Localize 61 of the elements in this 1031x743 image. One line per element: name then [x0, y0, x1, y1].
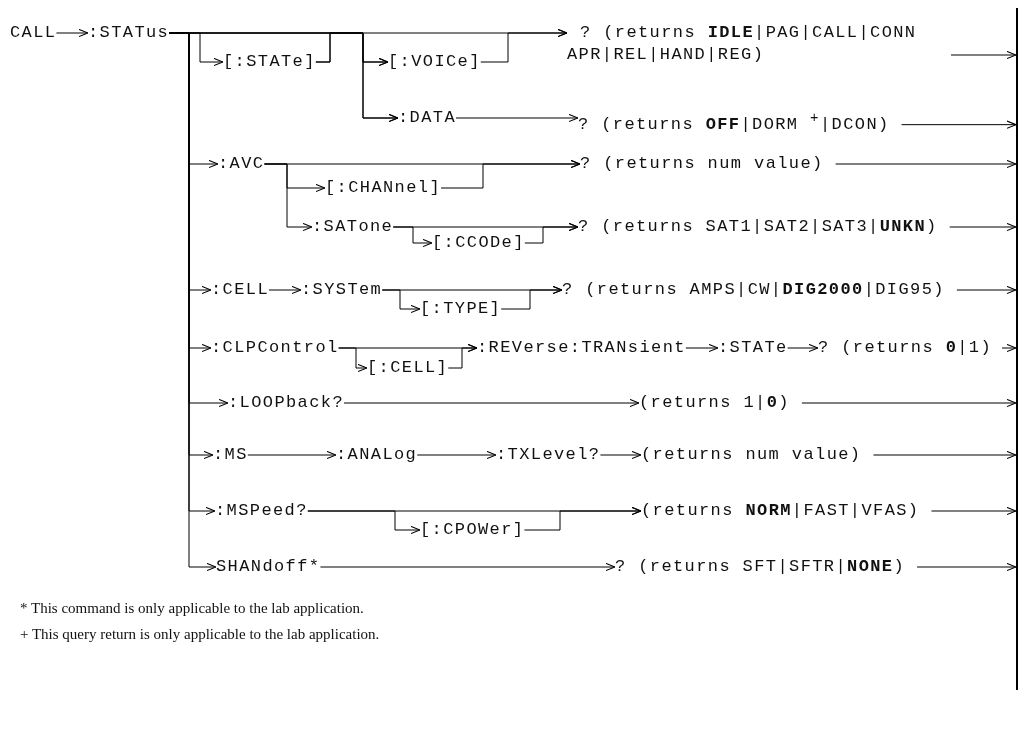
command-keyword: :CELL	[211, 279, 269, 301]
arrow	[455, 113, 579, 123]
arrow	[599, 450, 642, 460]
command-keyword: :TXLevel?	[496, 444, 601, 466]
arrow	[338, 343, 478, 353]
optional-keyword: [:VOICe]	[388, 51, 481, 73]
arrow	[1001, 343, 1017, 353]
return-text: ? (returns AMPS|CW|DIG2000|DIG95)	[562, 279, 945, 301]
command-keyword: :AVC	[218, 153, 265, 175]
command-keyword: CALL	[10, 22, 57, 44]
command-keyword: :DATA	[398, 107, 456, 129]
arrow	[949, 222, 1017, 232]
arrow	[956, 285, 1017, 295]
arrow	[263, 163, 313, 232]
return-text: (returns 1|0)	[639, 392, 790, 414]
rail-line	[1016, 8, 1018, 690]
return-text: ? (returns 0|1)	[818, 337, 993, 359]
arrow	[901, 120, 1017, 129]
command-keyword: :MS	[213, 444, 248, 466]
arrow	[392, 222, 579, 232]
arrow	[872, 450, 1017, 460]
footnote: * This command is only applicable to the lab application.	[20, 600, 364, 617]
arrow	[268, 285, 302, 295]
arrow	[55, 28, 89, 38]
command-keyword: :LOOPback?	[228, 392, 345, 414]
arrow	[930, 506, 1017, 516]
arrow	[416, 450, 497, 460]
return-text: ? (returns SAT1|SAT2|SAT3|UNKN)	[578, 216, 938, 238]
return-text: ? (returns IDLE|PAG|CALL|CONN APR|REL|HAND|REG)	[567, 22, 939, 66]
return-text: ? (returns SFT|SFTR|NONE)	[615, 556, 906, 578]
return-text: ? (returns OFF|DORM $^{+}$|DCON)	[578, 107, 890, 136]
optional-keyword: [:CELL]	[367, 357, 449, 379]
command-keyword: :SYSTem	[301, 279, 383, 301]
return-text: (returns NORM|FAST|VFAS)	[641, 500, 920, 522]
arrow	[343, 398, 640, 408]
command-keyword: SHANdoff*	[216, 556, 321, 578]
arrow	[801, 398, 1017, 408]
footnote: + This query return is only applicable to the lab application.	[20, 626, 380, 643]
arrow	[685, 343, 719, 353]
optional-keyword: [:CPOWer]	[420, 519, 525, 541]
command-keyword: :STATus	[88, 22, 170, 44]
command-keyword: :STATe	[718, 337, 788, 359]
optional-keyword: [:CHANnel]	[325, 177, 442, 199]
command-keyword: :MSPeed?	[215, 500, 308, 522]
command-keyword: :ANALog	[336, 444, 418, 466]
arrow	[247, 450, 337, 460]
arrow	[787, 343, 819, 353]
arrow	[916, 562, 1017, 572]
optional-keyword: [:STATe]	[223, 51, 316, 73]
arrow	[950, 50, 1017, 60]
arrow	[381, 285, 563, 295]
command-keyword: :REVerse:TRANsient	[477, 337, 686, 359]
command-keyword: :CLPControl	[211, 337, 339, 359]
arrow	[319, 562, 616, 572]
return-text: ? (returns num value)	[580, 153, 824, 175]
arrow	[835, 159, 1017, 169]
optional-keyword: [:CCODe]	[432, 232, 525, 254]
optional-keyword: [:TYPE]	[420, 298, 502, 320]
arrow	[307, 506, 642, 516]
command-keyword: :SATone	[312, 216, 394, 238]
return-text: (returns num value)	[641, 444, 862, 466]
